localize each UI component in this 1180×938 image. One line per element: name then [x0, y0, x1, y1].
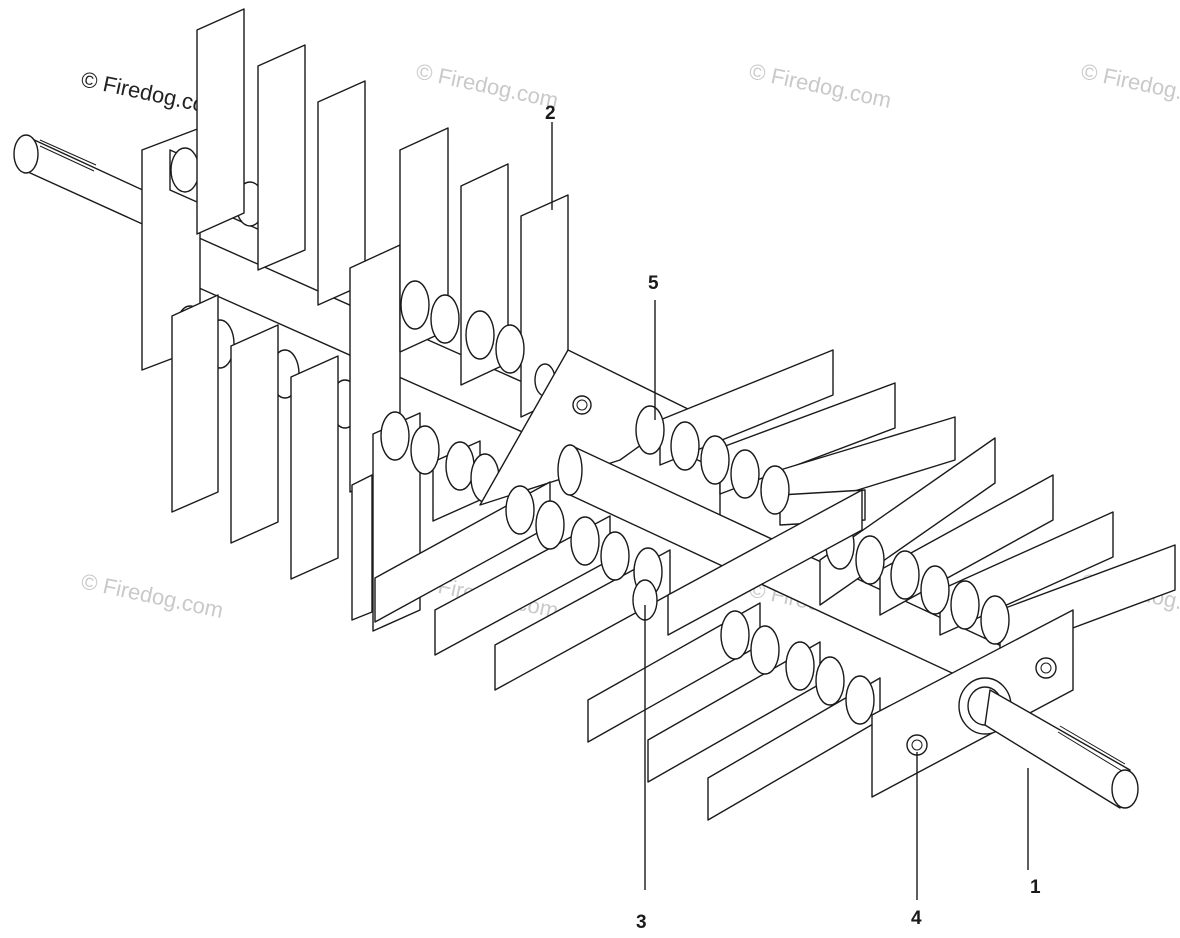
- lower-rotor-section: [374, 349, 1176, 821]
- callout-5: 5: [648, 273, 659, 294]
- shaft-left-end: [13, 134, 161, 233]
- spacer-rollers-lower-front-left: [505, 485, 663, 621]
- callout-leaders: [551, 122, 1029, 900]
- spacer-rollers-lower-middle: [380, 411, 500, 503]
- watermark-mid-left: © Firedog.com: [79, 568, 226, 623]
- callout-4: 4: [911, 908, 922, 929]
- bolt-front-right: [1035, 657, 1057, 679]
- center-bracket: [479, 349, 691, 506]
- watermark-top-edge: © Firedog.com: [1079, 58, 1180, 113]
- spacer-rollers-lower-front-right: [720, 610, 875, 725]
- upper-rotor-section: [141, 8, 721, 632]
- watermark-top-center: © Firedog.com: [414, 58, 561, 113]
- flails-upper-left: [196, 8, 366, 306]
- callout-1: 1: [1030, 877, 1041, 898]
- callout-2: 2: [545, 103, 556, 124]
- callout-3: 3: [636, 912, 647, 933]
- flails-lower-left: [171, 294, 339, 580]
- watermark-top-right: © Firedog.com: [747, 58, 894, 113]
